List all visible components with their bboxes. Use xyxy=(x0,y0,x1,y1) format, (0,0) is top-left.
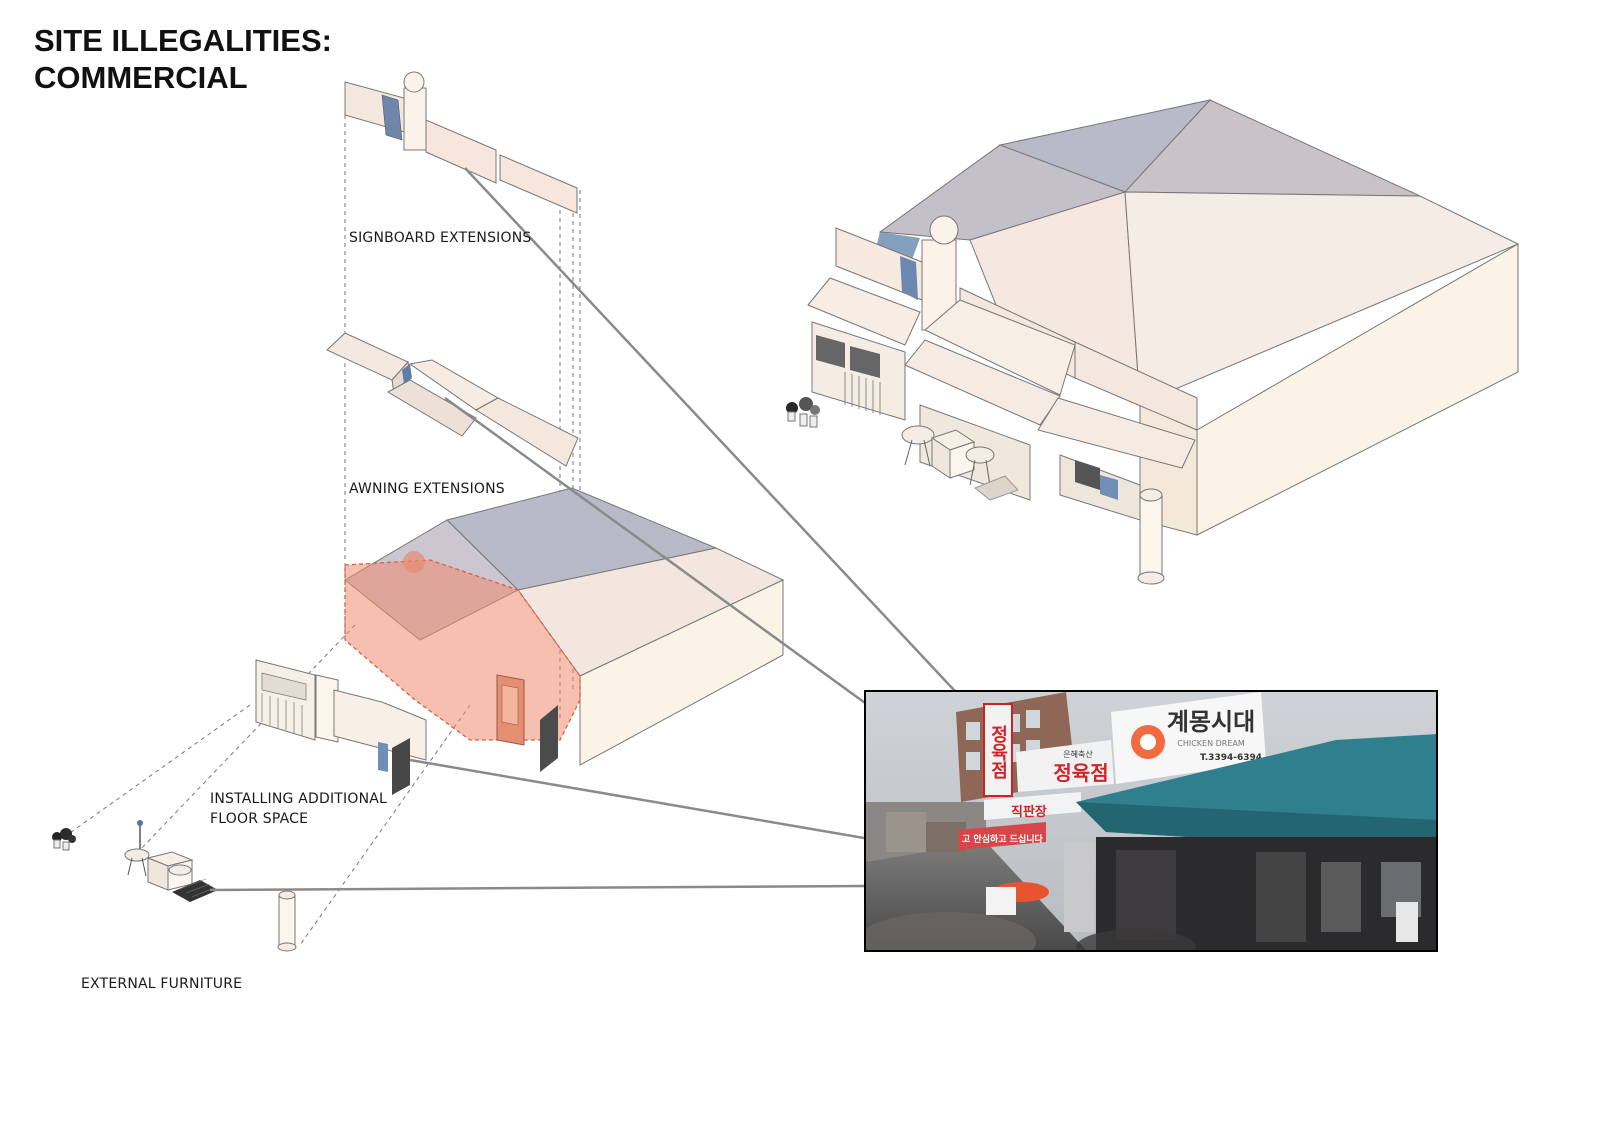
sign-chicken-sub: CHICKEN DREAM xyxy=(1177,739,1245,748)
title-line-2: COMMERCIAL xyxy=(34,60,248,95)
sign-chicken-main: 계몽시대 xyxy=(1167,708,1255,736)
red-banner: 직판장 xyxy=(1011,804,1047,820)
vertical-butcher-sign: 정육점 xyxy=(988,725,1009,779)
white-banner: 고 안심하고 드십니다 xyxy=(962,833,1044,845)
signboard-extensions-group xyxy=(344,71,578,214)
title-line-1: SITE ILLEGALITIES: xyxy=(34,23,332,58)
middle-building-group xyxy=(255,487,785,795)
awning-extensions-group xyxy=(326,332,579,467)
label-awning-extensions: AWNING EXTENSIONS xyxy=(349,481,505,497)
bollard xyxy=(277,890,297,952)
page-title: SITE ILLEGALITIES: COMMERCIAL xyxy=(34,22,332,96)
external-furniture-group xyxy=(52,820,297,952)
street-photo-illustration: 정육점 계몽시대 CHICKEN DREAM T.3394-6394 정육점 은… xyxy=(866,692,1436,950)
connector-lines xyxy=(209,167,1041,892)
label-external-furniture: EXTERNAL FURNITURE xyxy=(81,976,243,992)
sign-chicken-phone: T.3394-6394 xyxy=(1200,753,1262,763)
plant-pots xyxy=(52,828,76,851)
street-photo: 정육점 계몽시대 CHICKEN DREAM T.3394-6394 정육점 은… xyxy=(864,690,1438,952)
label-floor-line-1: INSTALLING ADDITIONAL xyxy=(210,791,388,807)
bollard-right xyxy=(1137,488,1165,585)
label-installing-floor-space: INSTALLING ADDITIONAL FLOOR SPACE xyxy=(210,789,387,829)
label-signboard-extensions: SIGNBOARD EXTENSIONS xyxy=(349,230,532,246)
assembled-building-group xyxy=(786,99,1520,585)
plant-pots-right xyxy=(786,397,820,428)
butcher-small-sign: 은혜축산 xyxy=(1063,749,1093,759)
butcher-wide-sign: 정육점 xyxy=(1053,761,1108,785)
label-floor-line-2: FLOOR SPACE xyxy=(210,811,309,827)
